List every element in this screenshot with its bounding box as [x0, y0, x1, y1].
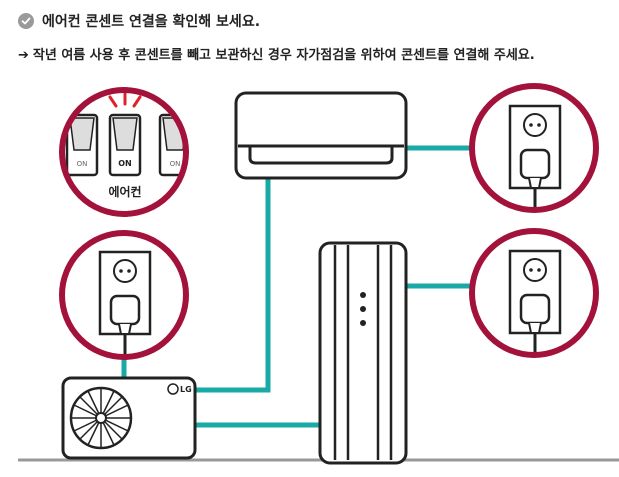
check-circle-icon [18, 13, 34, 29]
alert-icon [108, 90, 142, 108]
plug-icon [519, 293, 551, 325]
outlet-zoom-wall-unit [469, 83, 599, 213]
cables [121, 145, 475, 428]
aircon-switch-label: 에어컨 [108, 184, 141, 199]
outlet-zoom-outdoor [59, 230, 189, 360]
lg-logo-icon [167, 383, 179, 395]
instruction-text: 작년 여름 사용 후 콘센트를 빼고 보관하신 경우 자가점검을 위하여 콘센트… [32, 48, 535, 63]
wall-mounted-indoor-unit [234, 91, 408, 180]
switch-panel-zoom: ON ON ON 에어컨 [59, 87, 189, 217]
switch-right-on-label: ON [170, 160, 181, 168]
brand-label: LG [180, 385, 192, 394]
switch-left-on-label: ON [77, 160, 88, 168]
arrow-icon: ➔ [18, 48, 29, 63]
plug-icon [109, 294, 141, 326]
heading-text: 에어컨 콘센트 연결을 확인해 보세요. [42, 14, 261, 30]
switch-aircon-on-label: ON [118, 159, 132, 168]
heading: 에어컨 콘센트 연결을 확인해 보세요. [18, 10, 260, 32]
outdoor-unit: LG [61, 376, 197, 460]
cable-indoor-to-outdoor [192, 175, 271, 393]
plug-icon [519, 148, 551, 180]
floor-standing-unit [318, 241, 408, 465]
instruction: ➔작년 여름 사용 후 콘센트를 빼고 보관하신 경우 자가점검을 위하여 콘센… [18, 44, 535, 63]
zoom-ring [59, 87, 189, 217]
outlet-zoom-stand-unit [469, 228, 599, 358]
